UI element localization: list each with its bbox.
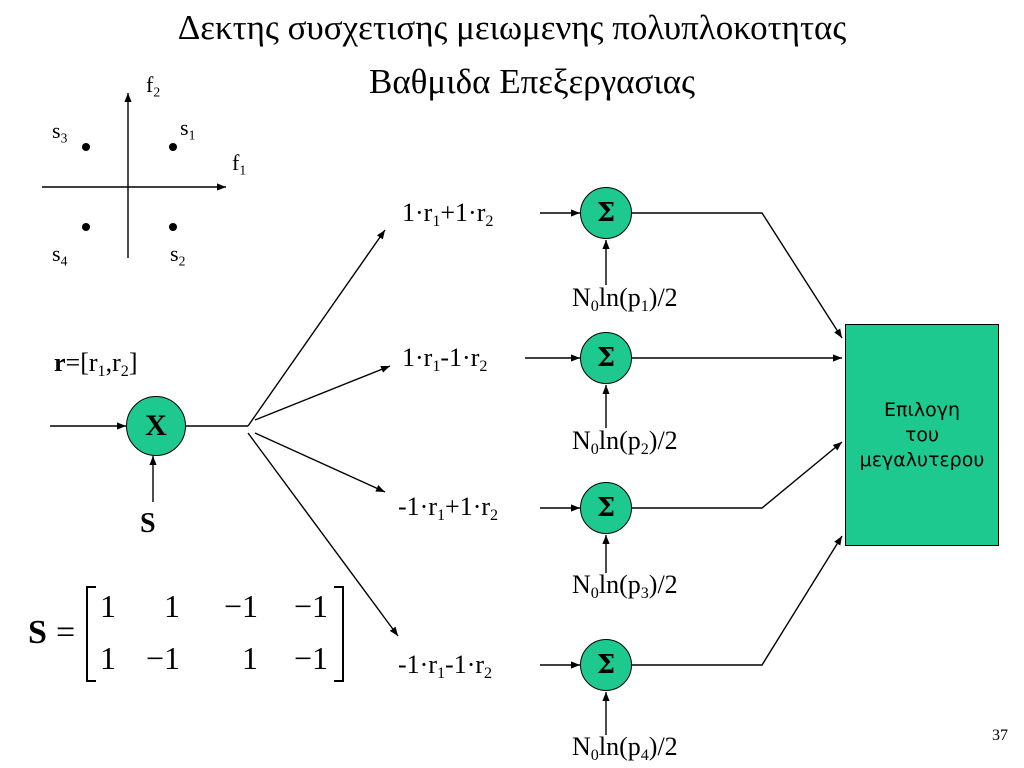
bias-term-3: N0ln(p3)/2 — [572, 570, 678, 603]
bias-term-1: N0ln(p1)/2 — [572, 283, 678, 316]
summer-symbol: Σ — [596, 343, 616, 373]
max-selector-block: Επιλογη του μεγαλυτερου — [845, 324, 999, 546]
multiplier-symbol: X — [145, 409, 167, 442]
branch-line-1 — [247, 229, 386, 427]
page-number: 37 — [992, 727, 1008, 744]
summer-symbol: Σ — [596, 650, 616, 680]
summer-symbol: Σ — [596, 493, 616, 523]
f1-label: f1 — [232, 150, 247, 178]
matrix-label: S — [28, 614, 47, 651]
matrix-equals: = — [56, 614, 76, 651]
matrix-cell: −1 — [293, 588, 328, 624]
summer-node-3: Σ — [580, 482, 632, 534]
s3-point — [82, 143, 90, 151]
summer-symbol: Σ — [596, 198, 616, 228]
matrix-cell: −1 — [223, 588, 258, 624]
summer-node-2: Σ — [580, 332, 632, 384]
decision-line-2: του — [904, 423, 940, 446]
decision-line-1: Επιλογη — [883, 398, 961, 421]
branch-line-4 — [247, 432, 399, 637]
matrix-cell: 1 — [100, 640, 116, 676]
title-line-2: Βαθμιδα Επεξεργασιας — [368, 62, 695, 101]
signal-matrix-input-label: S — [140, 508, 156, 539]
matrix-cell: −1 — [145, 640, 180, 676]
matrix-cell: −1 — [293, 640, 328, 676]
matrix-right-bracket — [334, 586, 344, 682]
s1-label: s1 — [180, 115, 196, 143]
bias-term-4: N0ln(p4)/2 — [572, 732, 678, 765]
input-vector-label: r=[r1,r2] — [54, 348, 138, 381]
branch-expr-3: -1·r1+1·r2 — [398, 492, 499, 525]
branch-line-3 — [254, 432, 386, 493]
s3-label: s3 — [52, 118, 68, 146]
s1-point — [169, 143, 177, 151]
s4-point — [82, 223, 90, 231]
sum-out-4 — [632, 535, 843, 666]
matrix-cell: 1 — [164, 588, 180, 624]
branch-expr-4: -1·r1-1·r2 — [398, 650, 493, 683]
decision-line-3: μεγαλυτερου — [859, 448, 985, 471]
multiplier-node: X — [126, 396, 186, 456]
summer-node-1: Σ — [580, 187, 632, 239]
summer-node-4: Σ — [580, 639, 632, 691]
s2-point — [169, 223, 177, 231]
sum-out-1 — [632, 212, 843, 339]
sum-out-3 — [632, 441, 843, 509]
s4-label: s4 — [52, 241, 68, 269]
title-line-1: Δεκτης συσχετισης μειωμενης πολυπλοκοτητ… — [177, 8, 847, 47]
matrix-left-bracket — [86, 586, 96, 682]
matrix-cell: 1 — [242, 640, 258, 676]
bias-term-2: N0ln(p2)/2 — [572, 426, 678, 459]
matrix-cell: 1 — [100, 588, 116, 624]
branch-line-2 — [254, 365, 391, 421]
branch-expr-2: 1·r1-1·r2 — [402, 343, 488, 376]
f2-label: f2 — [146, 72, 161, 100]
branch-expr-1: 1·r1+1·r2 — [402, 198, 494, 231]
s2-label: s2 — [170, 241, 186, 269]
